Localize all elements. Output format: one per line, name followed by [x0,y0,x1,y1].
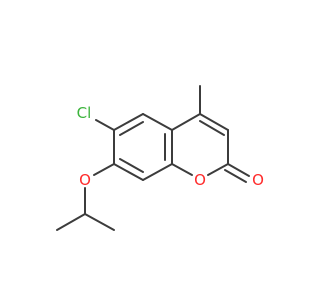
bond-c4-c3 [199,113,229,131]
bond-c4-c3-double [199,120,225,136]
atom-label-chlorine: Cl [77,104,92,122]
bond-c4-c4a [171,113,201,131]
bond-c7-c8-inner [119,158,144,173]
molecule-structure: Cl O O O [56,85,264,231]
bond-c8-c8a [142,163,173,181]
bonds [56,85,250,231]
bond-c5-c6 [113,113,144,131]
atom-label-carbonyl-oxygen: O [252,171,264,189]
bond-c7-c8 [113,163,144,181]
atom-label-ring-oxygen: O [194,171,206,189]
bond-c7-oether [93,163,115,176]
bond-c2-carbonyl [227,163,250,177]
atom-label-ether-oxygen: O [79,171,91,189]
atom-labels: Cl O O O [77,104,264,189]
bond-c5-c6-inner [119,121,144,136]
bond-c2-oring [207,163,229,176]
bond-c2-carbonyl-double [224,169,247,183]
bond-oring-c8a [171,163,193,176]
bond-c6-cl [95,119,115,131]
bond-ch-me2 [84,213,115,231]
bond-ch-me1 [56,213,86,231]
bond-c4a-c5 [142,113,173,131]
